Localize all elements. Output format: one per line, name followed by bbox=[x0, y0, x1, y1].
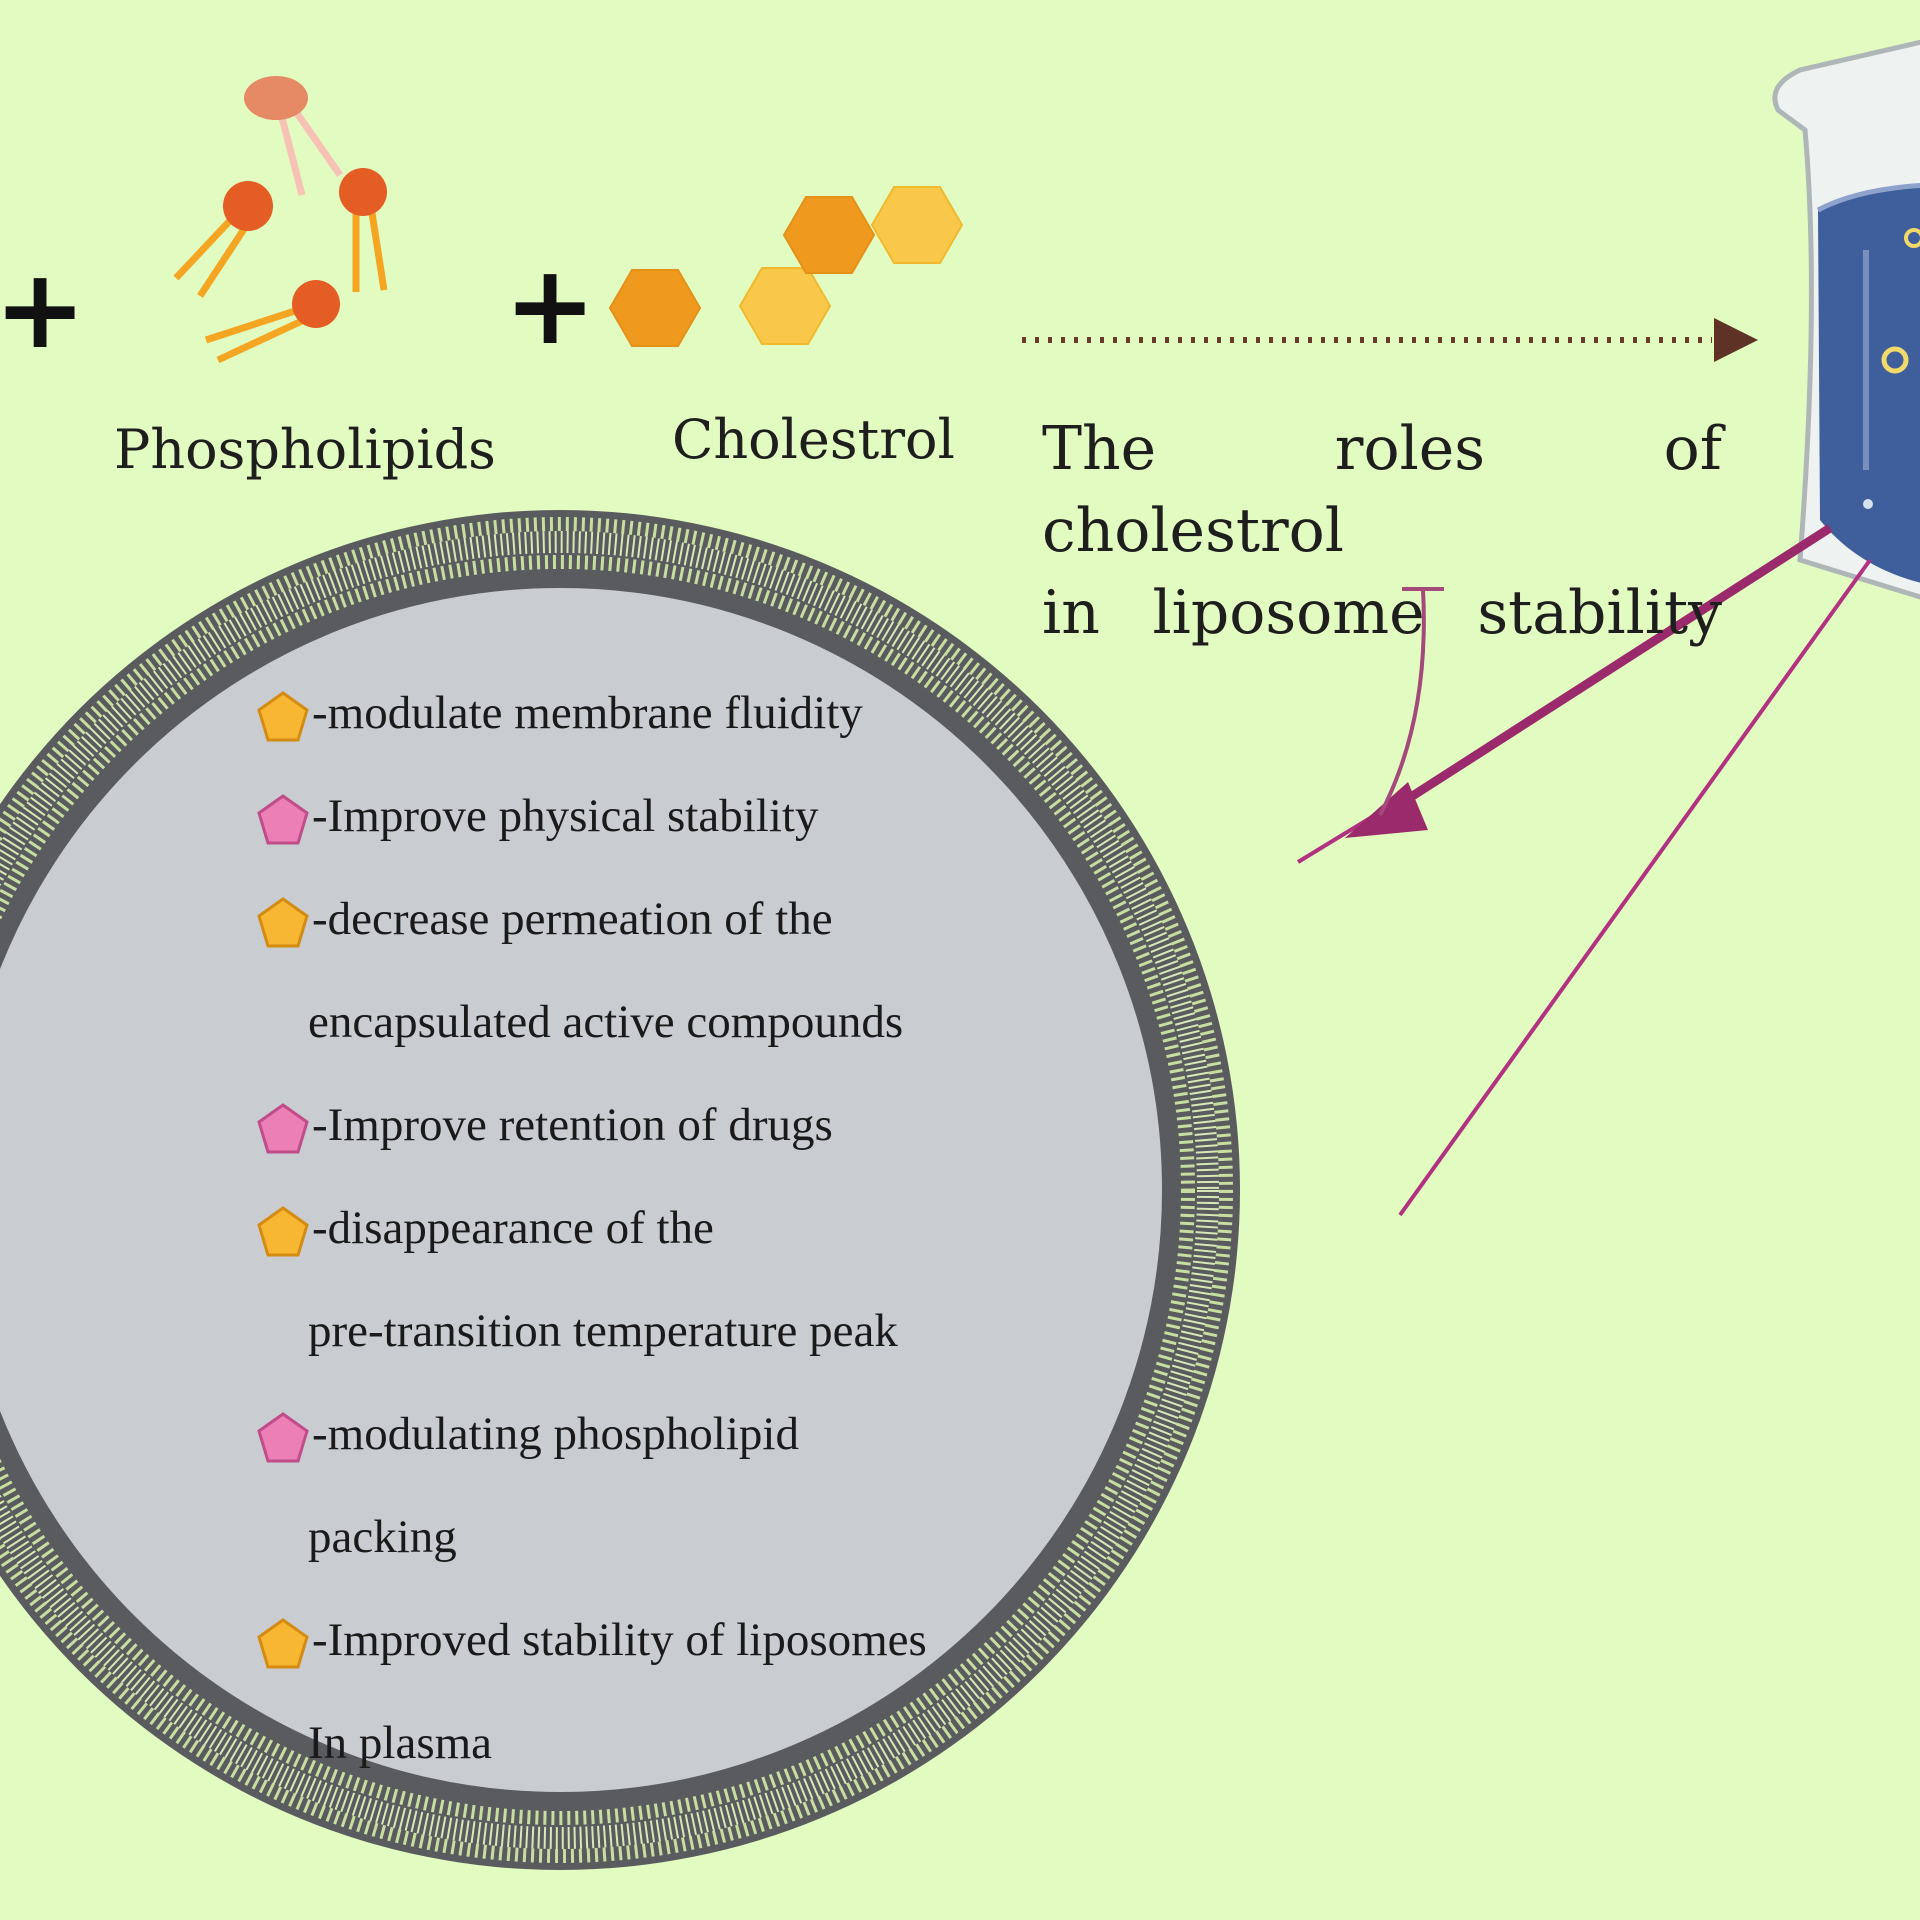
plus-sign: + bbox=[504, 241, 597, 369]
role-text-continued: pre-transition temperature peak bbox=[308, 1305, 898, 1357]
orange-pentagon-icon bbox=[257, 897, 309, 948]
role-item: -Improved stability of liposomes In plas… bbox=[248, 1589, 927, 1795]
role-text: -disappearance of the bbox=[312, 1202, 714, 1254]
role-item: -modulate membrane fluidity bbox=[248, 662, 927, 765]
orange-pentagon-icon bbox=[257, 1618, 309, 1669]
beaker-icon bbox=[1772, 39, 1920, 600]
role-item: -decrease permeation of the encapsulated… bbox=[248, 868, 927, 1074]
orange-pentagon-icon bbox=[257, 1206, 309, 1257]
plus-sign: + bbox=[0, 245, 87, 373]
role-text: -modulate membrane fluidity bbox=[312, 687, 863, 739]
role-item: -Improve retention of drugs bbox=[248, 1074, 927, 1177]
cholesterol-label: Cholestrol bbox=[672, 408, 955, 471]
roles-heading: The roles of cholestrol in liposome stab… bbox=[1042, 408, 1722, 654]
role-text: -Improved stability of liposomes bbox=[312, 1614, 927, 1666]
role-item: -disappearance of the pre-transition tem… bbox=[248, 1177, 927, 1383]
phospholipids-icon bbox=[173, 76, 388, 364]
liposome bbox=[0, 487, 1263, 1893]
orange-pentagon-icon bbox=[257, 691, 309, 742]
role-text: -decrease permeation of the bbox=[312, 893, 833, 945]
pink-pentagon-icon bbox=[257, 1412, 309, 1463]
role-text-continued: In plasma bbox=[308, 1717, 493, 1769]
process-arrow bbox=[1022, 318, 1758, 362]
pink-pentagon-icon bbox=[257, 794, 309, 845]
role-text-continued: encapsulated active compounds bbox=[308, 996, 904, 1048]
role-text-continued: packing bbox=[308, 1511, 457, 1563]
role-text: -Improve physical stability bbox=[312, 790, 819, 842]
cholesterol-icon bbox=[608, 186, 964, 347]
role-text: -modulating phospholipid bbox=[312, 1408, 799, 1460]
role-item: -Improve physical stability bbox=[248, 765, 927, 868]
role-item: -modulating phospholipid packing bbox=[248, 1383, 927, 1589]
pink-pentagon-icon bbox=[257, 1103, 309, 1154]
inhibitor-connector bbox=[1378, 587, 1444, 816]
role-text: -Improve retention of drugs bbox=[312, 1099, 833, 1151]
role-list: -modulate membrane fluidity -Improve phy… bbox=[248, 662, 927, 1795]
roles-heading-line-1: The roles of cholestrol bbox=[1042, 414, 1722, 566]
phospholipids-label: Phospholipids bbox=[114, 418, 496, 481]
roles-heading-line-2: in liposome stability bbox=[1042, 578, 1722, 648]
zoom-connectors bbox=[1296, 524, 1872, 1217]
